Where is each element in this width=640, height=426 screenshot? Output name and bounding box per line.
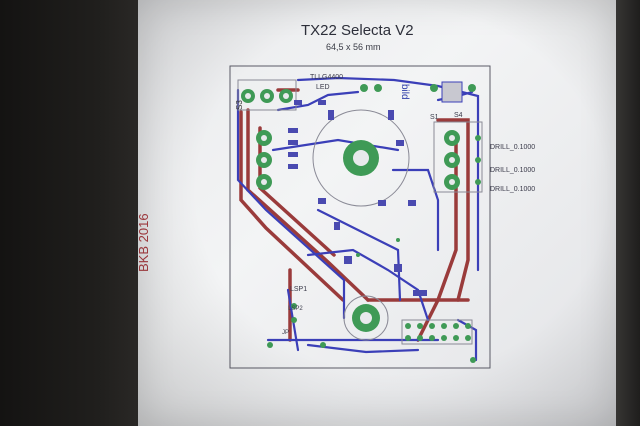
- rotary-switch-outline: [312, 109, 410, 207]
- potentiometer-outline: [343, 295, 389, 341]
- smd-components: [288, 100, 427, 296]
- label-s1: S1: [430, 114, 439, 121]
- top-layer-traces: [239, 88, 470, 342]
- pcb-layout-canvas: [229, 65, 491, 369]
- board-dimensions: 64,5 x 56 mm: [326, 42, 381, 52]
- label-lsp2: LSP2: [288, 306, 303, 312]
- mirror-text-bild: bild: [399, 84, 410, 100]
- board-outline: [229, 65, 491, 369]
- s3-switch-pads: [237, 79, 297, 111]
- s4-led-pads: [360, 81, 476, 103]
- right-switch-pads: [433, 121, 483, 193]
- label-tllg: TLLG4400: [310, 74, 344, 81]
- monitor-bezel-left: [0, 0, 140, 426]
- left-switch-pads: [256, 130, 272, 190]
- label-drill-2: DRILL_0.1000: [490, 167, 536, 174]
- monitor-screen: TX22 Selecta V2 64,5 x 56 mm: [138, 0, 616, 426]
- label-s4: S4: [454, 112, 463, 119]
- label-drill-1: DRILL_0.1000: [490, 144, 536, 151]
- label-led: LED: [316, 84, 330, 91]
- monitor-bezel-right: [612, 0, 640, 426]
- header-pins: [401, 319, 473, 345]
- label-jp: JP: [282, 330, 290, 336]
- label-lsp1: LSP1: [290, 286, 308, 293]
- document-title: TX22 Selecta V2: [301, 22, 414, 39]
- vias: [267, 238, 476, 363]
- label-s3: S3: [235, 100, 244, 110]
- credit-text: BKB 2016: [138, 213, 151, 272]
- label-drill-3: DRILL_0.1000: [490, 186, 536, 193]
